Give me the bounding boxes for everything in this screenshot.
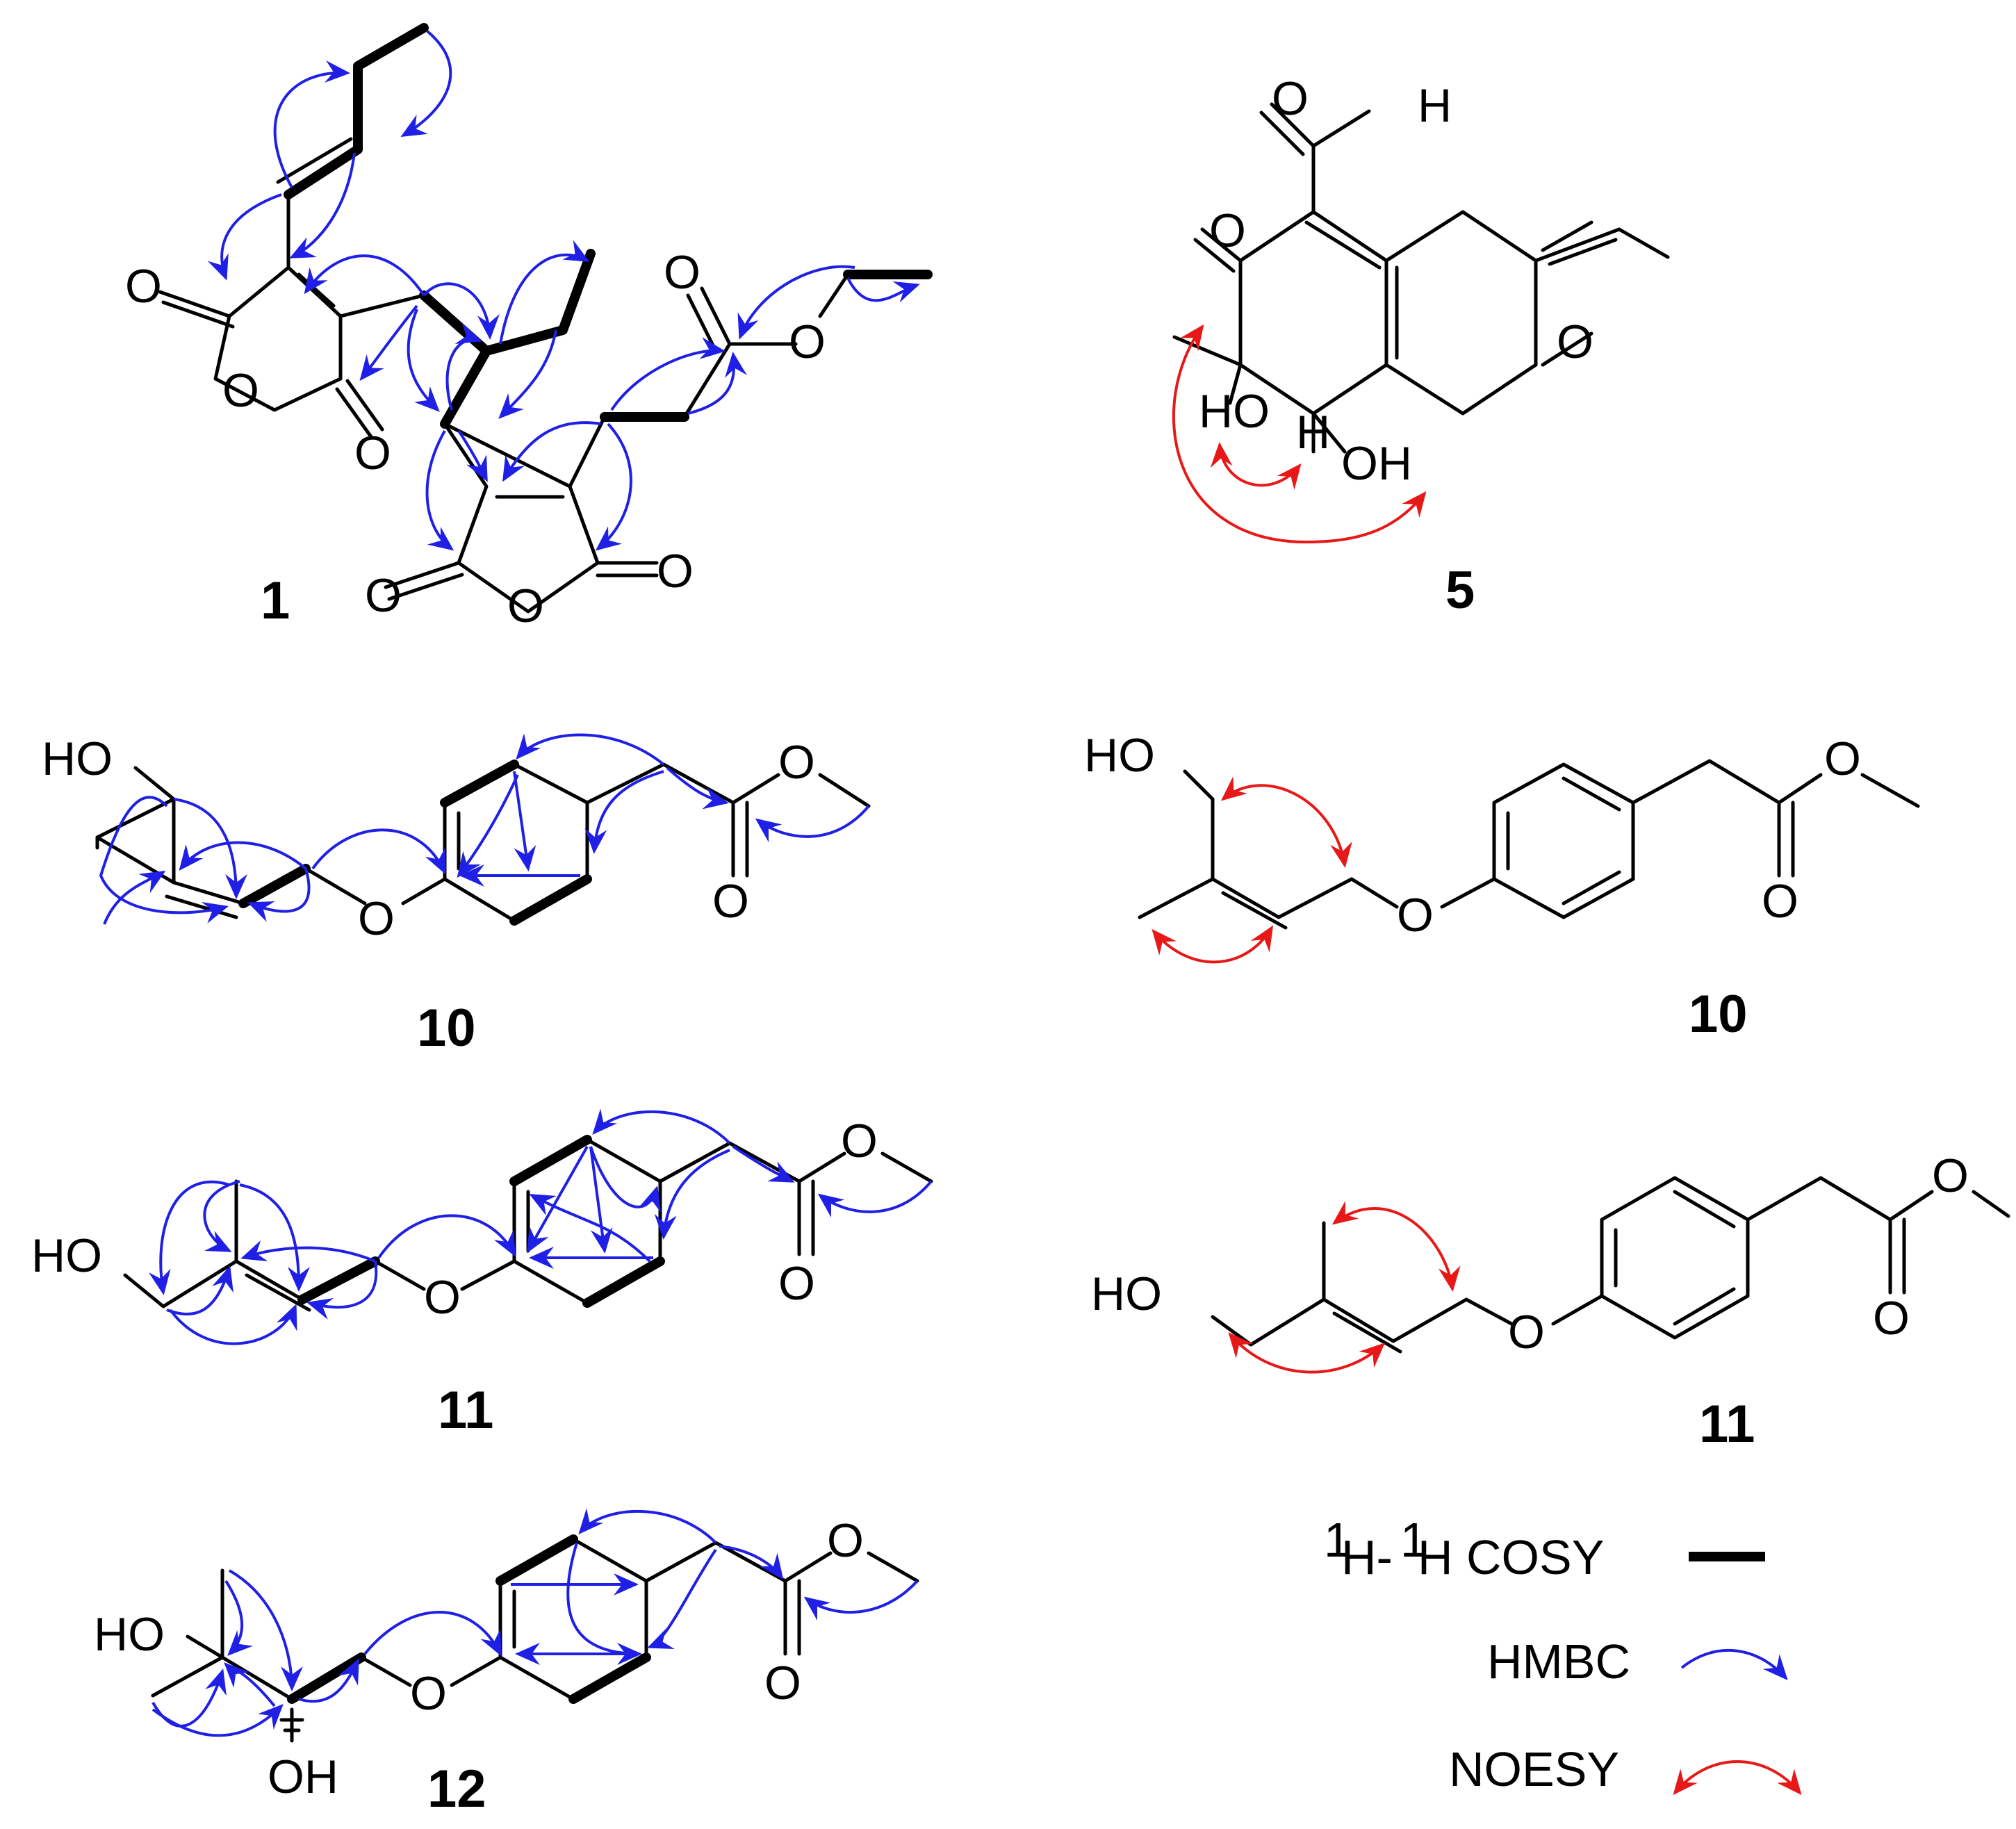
atom-o: O (712, 875, 749, 928)
atom-o: O (1397, 889, 1434, 942)
atom-h: H (1296, 406, 1330, 459)
atom-o: O (841, 1115, 878, 1167)
legend-noesy-label: NOESY (1449, 1742, 1619, 1796)
legend-cosy-superscript: 1 (1400, 1513, 1427, 1567)
atom-ho: HO (1199, 385, 1270, 438)
atom-ho: HO (31, 1229, 102, 1282)
atom-o: O (1824, 732, 1861, 785)
atom-o: O (222, 364, 259, 417)
atom-o: O (1762, 875, 1798, 928)
compound-label: 5 (1445, 561, 1475, 620)
legend-cosy-h: H- (1341, 1530, 1393, 1584)
atom-o: O (1557, 315, 1593, 368)
atom-o: O (827, 1514, 864, 1567)
compound-5: O H O O HO H OH 5 (1172, 72, 1670, 620)
compound-1: O O O O O O O O 1 (125, 23, 933, 632)
legend-noesy-arrow (1673, 1760, 1802, 1796)
atom-o: O (424, 1271, 461, 1324)
atom-o: O (358, 892, 395, 945)
atom-o: O (657, 545, 694, 598)
compound-label: 11 (1699, 1395, 1755, 1454)
atom-o: O (1209, 204, 1246, 257)
atom-oh: OH (268, 1750, 338, 1803)
compound-10-hmbc: HO O O O 10 (42, 732, 871, 1058)
legend-cosy-superscript: 1 (1324, 1513, 1351, 1567)
atom-o: O (410, 1667, 447, 1720)
legend: 1 H- 1 H COSY HMBC NOESY (1324, 1513, 1802, 1796)
legend-cosy-label: H COSY (1418, 1530, 1604, 1584)
atom-oh: OH (1341, 437, 1412, 490)
atom-o: O (778, 736, 815, 789)
atom-o: O (789, 315, 826, 368)
compound-label: 10 (1689, 985, 1748, 1044)
atom-ho: HO (42, 732, 113, 785)
atom-ho: HO (94, 1608, 165, 1661)
compound-11-noesy: HO O O O 11 (1091, 1149, 2010, 1454)
atom-o: O (764, 1657, 801, 1709)
atom-o: O (1508, 1306, 1545, 1359)
atom-o: O (778, 1257, 815, 1310)
atom-o: O (507, 580, 544, 632)
compound-label: 1 (261, 571, 290, 630)
atom-o: O (1873, 1292, 1910, 1345)
atom-o: O (125, 260, 162, 313)
compound-11-hmbc: HO O O O 11 (31, 1108, 933, 1440)
atom-o: O (1272, 72, 1309, 125)
compound-label: 11 (438, 1381, 493, 1440)
atom-ho: HO (1091, 1268, 1162, 1320)
legend-hmbc-label: HMBC (1487, 1634, 1630, 1689)
compound-label: 10 (417, 999, 476, 1058)
compound-10-noesy: HO O O O 10 (1084, 729, 1920, 1044)
atom-ho: HO (1084, 729, 1155, 782)
compound-label: 12 (427, 1760, 486, 1819)
legend-hmbc-arrow (1680, 1648, 1788, 1680)
atom-o: O (664, 246, 700, 299)
atom-o: O (1932, 1149, 1969, 1202)
compound-12: HO OH O O O 12 (94, 1508, 919, 1819)
atom-o: O (365, 569, 402, 622)
atom-h: H (1418, 79, 1452, 132)
atom-o: O (354, 427, 391, 479)
